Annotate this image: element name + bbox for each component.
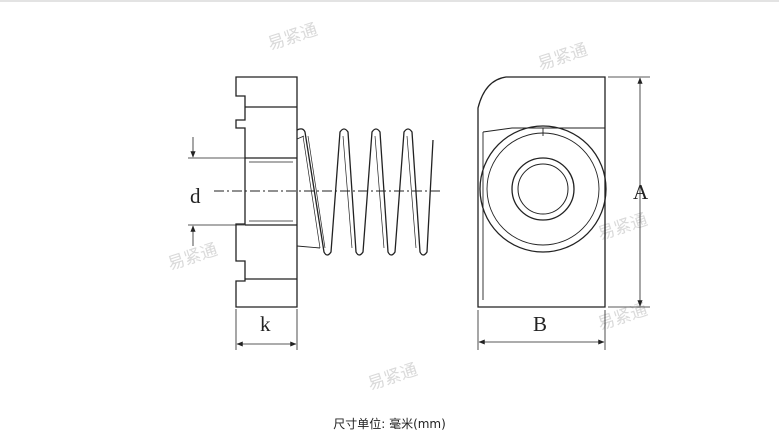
dimension-k xyxy=(235,309,298,350)
watermark: 易紧通 xyxy=(365,360,420,395)
dimension-d xyxy=(188,137,245,246)
watermark: 易紧通 xyxy=(595,300,650,335)
dimension-b xyxy=(477,310,606,350)
spring-nut-drawing: 易紧通 易紧通 易紧通 易紧通 易紧通 易紧通 xyxy=(165,20,650,395)
caption-label: 尺寸单位: xyxy=(333,417,386,431)
watermarks: 易紧通 易紧通 易紧通 易紧通 易紧通 易紧通 xyxy=(165,20,650,395)
outer-circle xyxy=(479,125,607,253)
label-d: d xyxy=(190,184,201,208)
label-k: k xyxy=(260,312,271,336)
label-a: A xyxy=(633,180,649,204)
spring xyxy=(296,128,434,256)
watermark: 易紧通 xyxy=(595,210,650,245)
dimension-a xyxy=(608,76,650,308)
label-b: B xyxy=(533,312,547,336)
nut-side-outline xyxy=(235,76,298,308)
side-view xyxy=(188,76,442,350)
watermark: 易紧通 xyxy=(535,40,590,75)
top-divider xyxy=(0,0,779,2)
thread-circle xyxy=(511,157,575,221)
front-view xyxy=(477,76,650,350)
caption-unit: 毫米(mm) xyxy=(389,417,446,431)
unit-caption: 尺寸单位: 毫米(mm) xyxy=(0,415,779,432)
watermark: 易紧通 xyxy=(265,20,320,55)
nut-front-outline xyxy=(477,76,606,308)
